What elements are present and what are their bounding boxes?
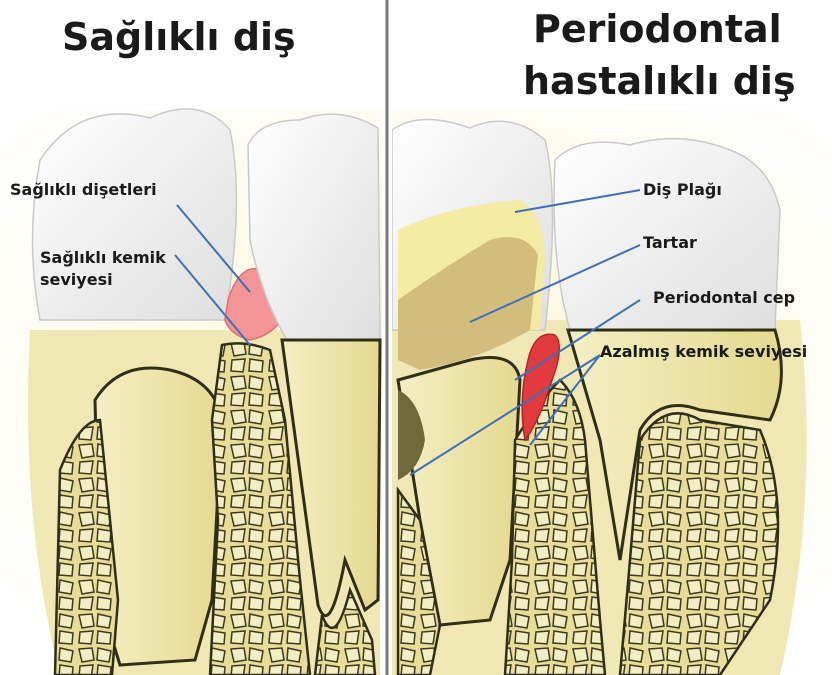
title-diseased-line2: hastalıklı diş — [523, 62, 796, 100]
label-tartar: Tartar — [643, 233, 697, 253]
label-pocket: Periodontal cep — [653, 288, 795, 308]
label-healthy-bone-line2: seviyesi — [40, 270, 113, 290]
label-plaque: Diş Plağı — [643, 180, 722, 200]
title-healthy: Sağlıklı diş — [62, 18, 296, 56]
label-reduced-bone: Azalmış kemik seviyesi — [600, 342, 807, 362]
label-healthy-gums: Sağlıklı dişetleri — [10, 180, 157, 200]
diseased-side — [392, 119, 807, 675]
label-healthy-bone-line1: Sağlıklı kemik — [40, 248, 166, 268]
title-diseased-line1: Periodontal — [533, 10, 782, 48]
